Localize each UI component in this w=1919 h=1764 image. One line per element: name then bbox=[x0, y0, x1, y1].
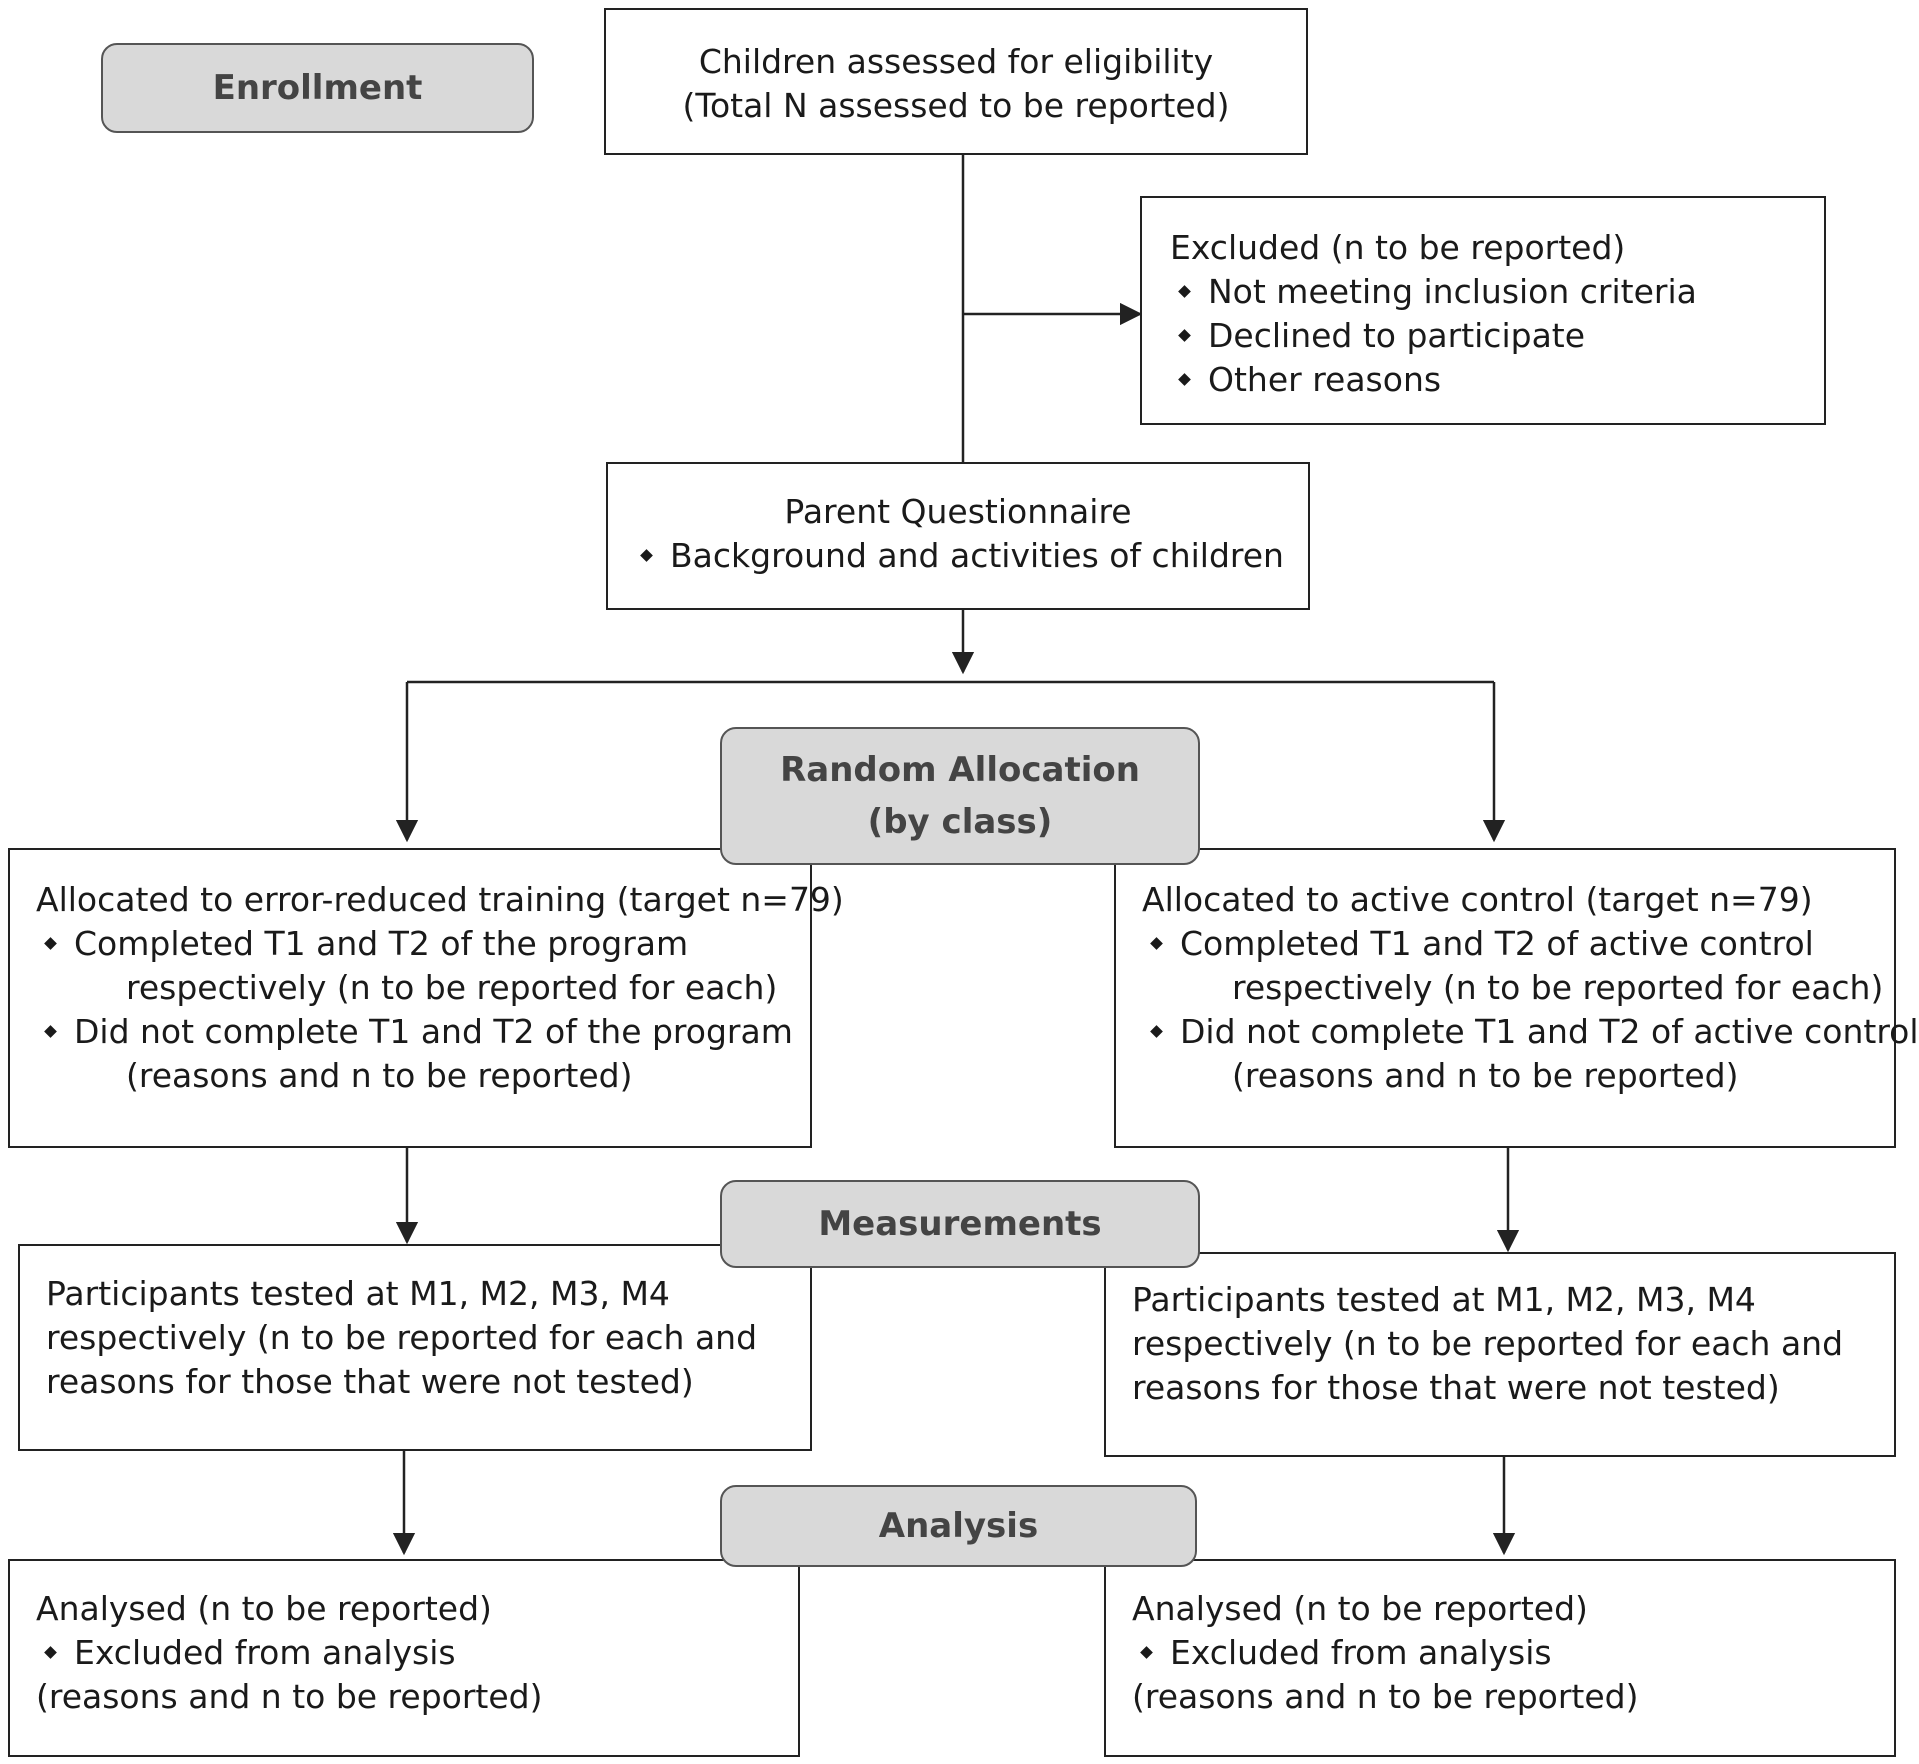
allocated-right-not-completed-cont: (reasons and n to be reported) bbox=[1232, 1056, 1739, 1095]
analysed-right-title: Analysed (n to be reported) bbox=[1132, 1589, 1588, 1628]
assessed-line: (Total N assessed to be reported) bbox=[682, 86, 1230, 125]
stage-enrollment-label: Enrollment bbox=[212, 68, 423, 108]
tested-right-line: respectively (n to be reported for each … bbox=[1132, 1324, 1844, 1363]
allocated-right-box: Allocated to active control (target n=79… bbox=[1114, 848, 1919, 1148]
analysed-left-note: (reasons and n to be reported) bbox=[36, 1677, 543, 1716]
stage-random-allocation: Random Allocation (by class) bbox=[720, 727, 1200, 865]
allocated-right-title: Allocated to active control (target n=79… bbox=[1142, 880, 1813, 919]
stage-enrollment: Enrollment bbox=[101, 43, 534, 133]
assessed-line: Children assessed for eligibility bbox=[698, 42, 1214, 81]
questionnaire-box: Parent Questionnaire Background and acti… bbox=[606, 462, 1310, 610]
allocated-right-completed-cont: respectively (n to be reported for each) bbox=[1232, 968, 1884, 1007]
excluded-title: Excluded (n to be reported) bbox=[1170, 228, 1626, 267]
stage-analysis: Analysis bbox=[720, 1485, 1197, 1567]
tested-left-box: Participants tested at M1, M2, M3, M4 re… bbox=[18, 1244, 812, 1451]
analysed-left-excluded: Excluded from analysis bbox=[36, 1631, 798, 1675]
tested-left-line: reasons for those that were not tested) bbox=[46, 1362, 694, 1401]
tested-right-box: Participants tested at M1, M2, M3, M4 re… bbox=[1104, 1252, 1896, 1457]
stage-measurements: Measurements bbox=[720, 1180, 1200, 1268]
analysed-right-note: (reasons and n to be reported) bbox=[1132, 1677, 1639, 1716]
allocated-left-title: Allocated to error-reduced training (tar… bbox=[36, 880, 844, 919]
stage-analysis-label: Analysis bbox=[878, 1506, 1039, 1546]
excluded-box: Excluded (n to be reported) Not meeting … bbox=[1140, 196, 1826, 425]
analysed-left-box: Analysed (n to be reported) Excluded fro… bbox=[8, 1559, 800, 1757]
allocated-left-completed: Completed T1 and T2 of the program bbox=[36, 922, 810, 966]
tested-right-line: reasons for those that were not tested) bbox=[1132, 1368, 1780, 1407]
excluded-reason: Not meeting inclusion criteria bbox=[1170, 270, 1824, 314]
questionnaire-title: Parent Questionnaire bbox=[784, 492, 1132, 531]
allocated-left-completed-cont: respectively (n to be reported for each) bbox=[126, 968, 778, 1007]
allocated-left-box: Allocated to error-reduced training (tar… bbox=[8, 848, 844, 1148]
allocated-right-completed: Completed T1 and T2 of active control bbox=[1142, 922, 1894, 966]
analysed-right-excluded: Excluded from analysis bbox=[1132, 1631, 1894, 1675]
stage-random-allocation-sublabel: (by class) bbox=[867, 802, 1053, 842]
questionnaire-item: Background and activities of children bbox=[632, 534, 1284, 578]
allocated-left-not-completed: Did not complete T1 and T2 of the progra… bbox=[36, 1010, 810, 1054]
analysed-right-box: Analysed (n to be reported) Excluded fro… bbox=[1104, 1559, 1896, 1757]
allocated-right-not-completed: Did not complete T1 and T2 of active con… bbox=[1142, 1010, 1919, 1054]
stage-random-allocation-label: Random Allocation bbox=[780, 750, 1140, 790]
stage-measurements-label: Measurements bbox=[818, 1204, 1102, 1244]
assessed-box: Children assessed for eligibility (Total… bbox=[604, 8, 1308, 155]
tested-left-line: Participants tested at M1, M2, M3, M4 bbox=[46, 1274, 670, 1313]
excluded-reason: Other reasons bbox=[1170, 358, 1824, 402]
tested-right-line: Participants tested at M1, M2, M3, M4 bbox=[1132, 1280, 1756, 1319]
analysed-left-title: Analysed (n to be reported) bbox=[36, 1589, 492, 1628]
tested-left-line: respectively (n to be reported for each … bbox=[46, 1318, 758, 1357]
excluded-reason: Declined to participate bbox=[1170, 314, 1824, 358]
allocated-left-not-completed-cont: (reasons and n to be reported) bbox=[126, 1056, 633, 1095]
